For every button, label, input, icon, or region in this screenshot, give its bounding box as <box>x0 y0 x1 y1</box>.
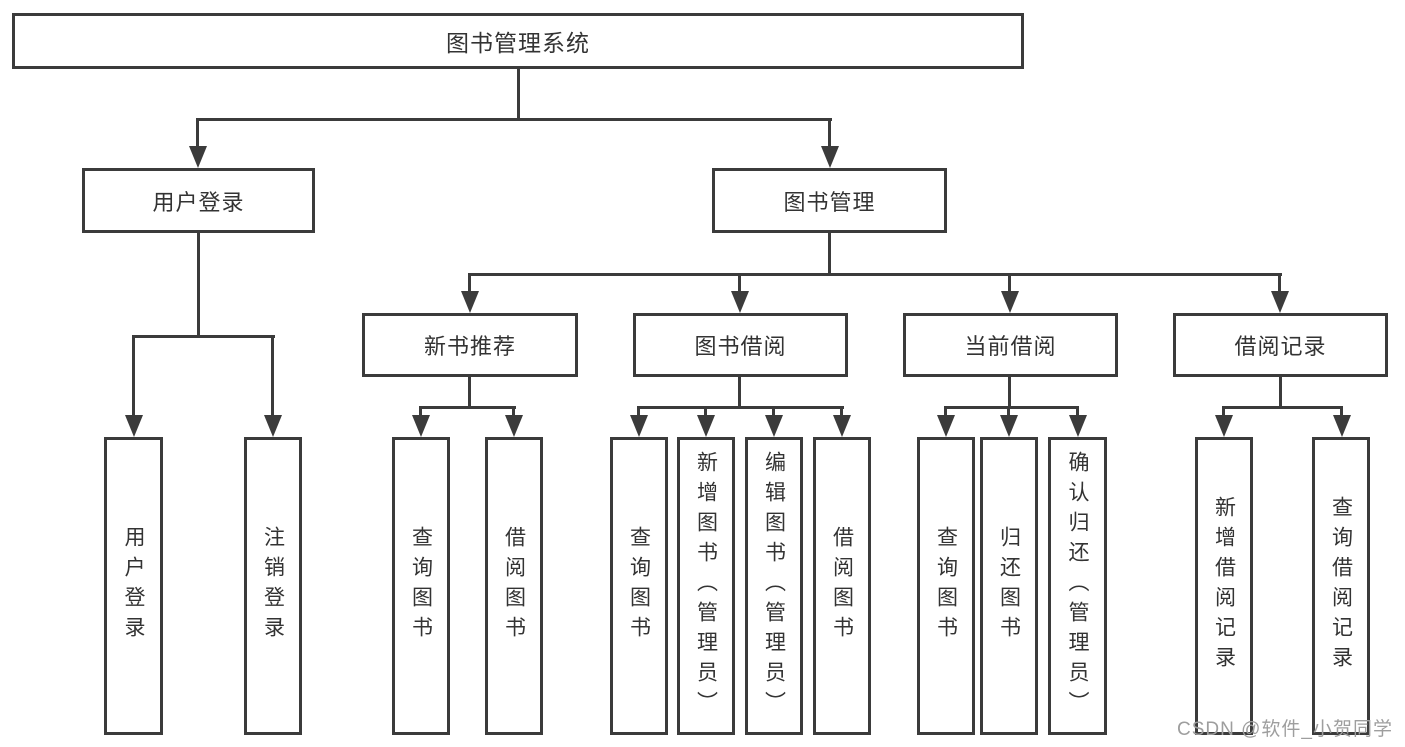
arrowhead-down-icon <box>1271 291 1289 313</box>
connector-book-borrow-stem <box>738 377 741 409</box>
node-root-label: 图书管理系统 <box>446 30 590 56</box>
connector-branch-drop <box>1278 273 1281 293</box>
node-borrow-records-label: 借阅记录 <box>1234 334 1327 359</box>
arrowhead-down-icon <box>1000 415 1018 437</box>
connector-level1-split <box>196 118 832 121</box>
node-current-borrow: 当前借阅 <box>903 313 1118 377</box>
node-leaf-add-borrow-record-label: 新增借阅记录 <box>1212 496 1236 676</box>
node-book-mgmt: 图书管理 <box>712 168 947 233</box>
node-leaf-user-login: 用户登录 <box>104 437 163 735</box>
node-leaf-query-books-1-label: 查询图书 <box>409 526 433 646</box>
connector-leaf-drop <box>944 406 947 418</box>
csdn-watermark: CSDN @软件_小贺同学 <box>1177 719 1393 740</box>
connector-borrow-records-split <box>1223 406 1343 409</box>
arrowhead-down-icon <box>765 415 783 437</box>
node-leaf-confirm-return-admin: 确认归还（管理员） <box>1048 437 1107 735</box>
connector-new-book-rec-split <box>420 406 516 409</box>
connector-leaf-drop <box>271 335 274 417</box>
arrowhead-down-icon <box>937 415 955 437</box>
node-leaf-return-book-label: 归还图书 <box>997 526 1021 646</box>
arrowhead-down-icon <box>461 291 479 313</box>
arrowhead-down-icon <box>1333 415 1351 437</box>
connector-user-login-split <box>132 335 275 338</box>
node-leaf-logout: 注销登录 <box>244 437 302 735</box>
arrowhead-down-icon <box>1069 415 1087 437</box>
node-leaf-query-books-2: 查询图书 <box>610 437 668 735</box>
connector-leaf-drop <box>1340 406 1343 418</box>
connector-branch-drop <box>468 273 471 293</box>
node-leaf-edit-book-admin-label: 编辑图书（管理员） <box>762 451 786 721</box>
connector-branch-drop <box>738 273 741 293</box>
node-book-borrow-label: 图书借阅 <box>694 334 787 359</box>
node-leaf-add-book-admin-label: 新增图书（管理员） <box>694 451 718 721</box>
node-current-borrow-label: 当前借阅 <box>964 334 1057 359</box>
node-leaf-edit-book-admin: 编辑图书（管理员） <box>745 437 803 735</box>
node-leaf-return-book: 归还图书 <box>980 437 1038 735</box>
connector-current-borrow-split <box>945 406 1079 409</box>
connector-book-borrow-split <box>638 406 844 409</box>
connector-leaf-drop <box>1222 406 1225 418</box>
arrowhead-down-icon <box>125 415 143 437</box>
connector-user-login-drop <box>196 118 199 148</box>
node-leaf-user-login-label: 用户登录 <box>122 526 145 646</box>
node-user-login-label: 用户登录 <box>152 189 245 215</box>
arrowhead-down-icon <box>505 415 523 437</box>
node-book-borrow: 图书借阅 <box>633 313 848 377</box>
arrowhead-down-icon <box>697 415 715 437</box>
connector-leaf-drop <box>1007 406 1010 418</box>
connector-level2-split <box>469 273 1282 276</box>
node-user-login: 用户登录 <box>82 168 315 233</box>
node-leaf-add-book-admin: 新增图书（管理员） <box>677 437 735 735</box>
node-leaf-add-borrow-record: 新增借阅记录 <box>1195 437 1253 735</box>
connector-leaf-drop <box>1076 406 1079 418</box>
arrowhead-down-icon <box>264 415 282 437</box>
arrowhead-down-icon <box>189 146 207 168</box>
connector-book-mgmt-stem <box>828 232 831 276</box>
node-leaf-query-books-3-label: 查询图书 <box>934 526 958 646</box>
arrowhead-down-icon <box>1001 291 1019 313</box>
node-leaf-borrow-books-1: 借阅图书 <box>485 437 543 735</box>
connector-current-borrow-stem <box>1008 377 1011 409</box>
node-leaf-borrow-books-1-label: 借阅图书 <box>502 526 526 646</box>
arrowhead-down-icon <box>833 415 851 437</box>
node-new-book-rec: 新书推荐 <box>362 313 578 377</box>
connector-leaf-drop <box>840 406 843 418</box>
connector-leaf-drop <box>772 406 775 418</box>
node-leaf-logout-label: 注销登录 <box>261 526 285 646</box>
connector-borrow-records-stem <box>1279 377 1282 409</box>
connector-book-mgmt-drop <box>828 118 831 148</box>
node-book-mgmt-label: 图书管理 <box>783 189 876 215</box>
node-leaf-borrow-books-2: 借阅图书 <box>813 437 871 735</box>
connector-branch-drop <box>1008 273 1011 293</box>
node-new-book-rec-label: 新书推荐 <box>423 334 516 359</box>
node-leaf-borrow-books-2-label: 借阅图书 <box>830 526 854 646</box>
node-leaf-query-borrow-record-label: 查询借阅记录 <box>1329 496 1353 676</box>
arrowhead-down-icon <box>821 146 839 168</box>
arrowhead-down-icon <box>1215 415 1233 437</box>
arrowhead-down-icon <box>630 415 648 437</box>
arrowhead-down-icon <box>731 291 749 313</box>
connector-leaf-drop <box>704 406 707 418</box>
connector-leaf-drop <box>637 406 640 418</box>
node-leaf-query-books-1: 查询图书 <box>392 437 450 735</box>
connector-user-login-stem <box>197 232 200 338</box>
node-root: 图书管理系统 <box>12 13 1024 69</box>
connector-leaf-drop <box>132 335 135 417</box>
connector-leaf-drop <box>512 406 515 418</box>
arrowhead-down-icon <box>412 415 430 437</box>
connector-leaf-drop <box>419 406 422 418</box>
node-leaf-query-books-2-label: 查询图书 <box>627 526 651 646</box>
connector-new-book-rec-stem <box>468 377 471 409</box>
node-leaf-query-books-3: 查询图书 <box>917 437 975 735</box>
node-borrow-records: 借阅记录 <box>1173 313 1388 377</box>
node-leaf-confirm-return-admin-label: 确认归还（管理员） <box>1066 451 1089 721</box>
node-leaf-query-borrow-record: 查询借阅记录 <box>1312 437 1370 735</box>
connector-root-stem <box>517 68 520 121</box>
